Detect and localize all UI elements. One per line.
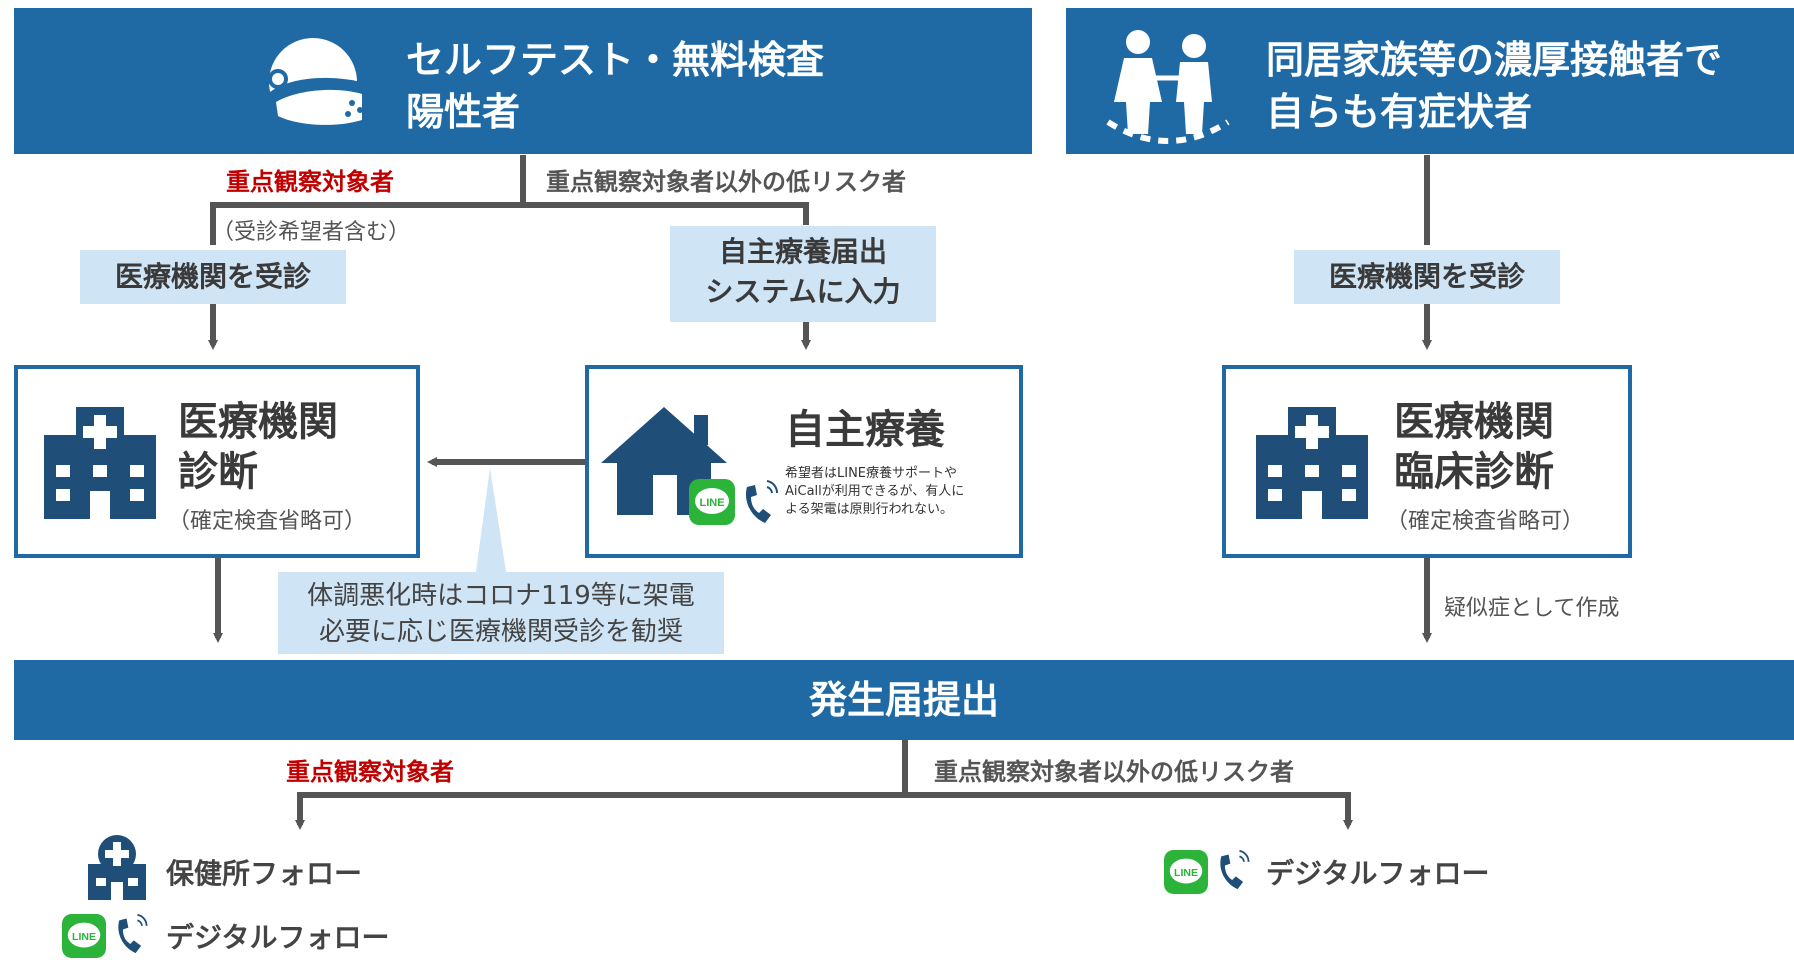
box-self-care: LINE 自主療養 希望者はLINE療養サポートや AiCallが利用できるが、… xyxy=(585,365,1023,558)
box-self-care-note-3: よる架電は原則行われない。 xyxy=(785,502,953,517)
family-icon xyxy=(1106,30,1230,144)
label-priority-bottom: 重点観察対象者 xyxy=(286,758,454,786)
hospital-icon xyxy=(1256,407,1368,519)
phone-icon xyxy=(118,914,148,954)
box-diagnosis-line1: 医療機関 xyxy=(178,399,338,445)
box-self-care-note-1: 希望者はLINE療養サポートや xyxy=(785,466,958,481)
box-diagnosis-sub: （確定検査省略可） xyxy=(168,509,367,534)
health-center-icon xyxy=(88,835,146,900)
line-icon: LINE xyxy=(689,479,735,525)
box-clinical-diagnosis: 医療機関 臨床診断 （確定検査省略可） xyxy=(1222,365,1632,558)
box-clinical-sub: （確定検査省略可） xyxy=(1386,509,1585,534)
phone-icon xyxy=(1220,850,1250,890)
label-pseudo-case: 疑似症として作成 xyxy=(1444,596,1620,621)
box-clinical-line1: 医療機関 xyxy=(1394,399,1554,445)
follow-health-center: 保健所フォロー xyxy=(166,857,363,890)
header-left-line2: 陽性者 xyxy=(406,90,521,134)
svg-text:LINE: LINE xyxy=(1174,867,1198,879)
box-clinical-line2: 臨床診断 xyxy=(1394,449,1554,495)
step-register-self-care: 自主療養届出 システムに入力 xyxy=(670,226,936,322)
header-family-contact: 同居家族等の濃厚接触者で 自らも有症状者 xyxy=(1066,8,1794,154)
callout-line1: 体調悪化時はコロナ119等に架電 xyxy=(307,581,695,611)
phone-icon xyxy=(745,480,779,523)
header-self-test-positive: セルフテスト・無料検査 陽性者 xyxy=(14,8,1032,154)
label-lowrisk-bottom: 重点観察対象者以外の低リスク者 xyxy=(934,758,1294,786)
label-priority-top: 重点観察対象者 xyxy=(226,168,394,196)
callout-worsening-advice: 体調悪化時はコロナ119等に架電 必要に応じ医療機関受診を勧奨 xyxy=(278,572,724,654)
callout-line2: 必要に応じ医療機関受診を勧奨 xyxy=(318,617,683,647)
label-lowrisk-top: 重点観察対象者以外の低リスク者 xyxy=(546,168,906,196)
step-register-line1: 自主療養届出 xyxy=(718,235,887,268)
line-icon: LINE xyxy=(62,914,106,958)
step-register-line2: システムに入力 xyxy=(705,275,901,308)
follow-digital-right: デジタルフォロー xyxy=(1266,857,1490,890)
header-right-line1: 同居家族等の濃厚接触者で xyxy=(1266,38,1723,82)
header-right-line2: 自らも有症状者 xyxy=(1266,90,1533,134)
report-submission-bar: 発生届提出 xyxy=(14,660,1794,740)
svg-text:LINE: LINE xyxy=(72,931,96,943)
label-includes-visit-wish: （受診希望者含む） xyxy=(212,220,411,245)
hospital-icon xyxy=(44,407,156,519)
box-diagnosis-line2: 診断 xyxy=(178,449,258,495)
box-self-care-title: 自主療養 xyxy=(785,407,945,453)
svg-text:LINE: LINE xyxy=(699,497,724,509)
box-self-care-note-2: AiCallが利用できるが、有人に xyxy=(785,484,965,499)
step-visit-clinic-left: 医療機関を受診 xyxy=(80,250,346,304)
header-left-line1: セルフテスト・無料検査 xyxy=(406,38,825,82)
masked-person-icon xyxy=(268,38,370,132)
line-icon: LINE xyxy=(1164,850,1208,894)
box-clinic-diagnosis: 医療機関 診断 （確定検査省略可） xyxy=(14,365,420,558)
step-visit-clinic-right: 医療機関を受診 xyxy=(1294,250,1560,304)
follow-digital-left: デジタルフォロー xyxy=(166,921,390,954)
